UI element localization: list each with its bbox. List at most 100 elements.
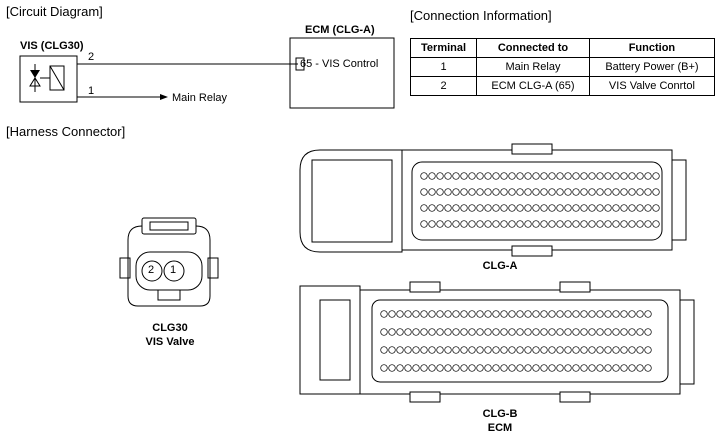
connector-pin xyxy=(444,346,452,354)
connector-pin xyxy=(564,188,572,196)
connector-pin xyxy=(588,364,596,372)
connector-pin xyxy=(492,204,500,212)
connector-pin xyxy=(532,204,540,212)
connector-pin xyxy=(396,328,404,336)
connector-pin xyxy=(580,220,588,228)
connector-pin xyxy=(492,172,500,180)
connector-pin xyxy=(588,220,596,228)
connector-pin xyxy=(388,328,396,336)
connector-pin xyxy=(436,220,444,228)
connector-pin xyxy=(644,310,652,318)
connector-pin xyxy=(532,188,540,196)
connector-pin xyxy=(516,172,524,180)
connector-pin xyxy=(492,188,500,196)
connector-pin xyxy=(428,188,436,196)
connector-pin xyxy=(460,204,468,212)
connector-pin xyxy=(564,346,572,354)
connector-pin xyxy=(508,172,516,180)
connector-pin xyxy=(428,172,436,180)
connector-pin xyxy=(532,364,540,372)
connector-pin xyxy=(636,346,644,354)
connector-pin xyxy=(508,310,516,318)
connector-pin xyxy=(412,346,420,354)
connector-pin xyxy=(540,346,548,354)
connector-pin xyxy=(468,310,476,318)
connector-pin xyxy=(420,172,428,180)
connector-pin xyxy=(468,172,476,180)
connector-pin xyxy=(452,328,460,336)
clg30-pin-2: 2 xyxy=(148,264,155,276)
connector-pin xyxy=(604,364,612,372)
connector-pin xyxy=(436,310,444,318)
connector-pin xyxy=(404,346,412,354)
connector-pin xyxy=(644,172,652,180)
connector-pin xyxy=(444,364,452,372)
connector-pin xyxy=(468,188,476,196)
connector-pin xyxy=(460,328,468,336)
table-header: Terminal xyxy=(409,38,478,58)
connector-pin xyxy=(516,204,524,212)
connector-pin xyxy=(508,220,516,228)
connector-pin xyxy=(580,204,588,212)
connector-pin xyxy=(588,346,596,354)
connector-pin xyxy=(596,204,604,212)
connector-pin xyxy=(588,204,596,212)
connector-pin xyxy=(428,364,436,372)
connector-pin xyxy=(524,328,532,336)
connector-pin xyxy=(420,310,428,318)
connector-pin xyxy=(604,328,612,336)
connector-pin xyxy=(396,310,404,318)
table-cell: VIS Valve Conrtol xyxy=(588,76,716,96)
connector-pin xyxy=(420,364,428,372)
connector-pin xyxy=(428,310,436,318)
connector-pin xyxy=(612,188,620,196)
clg30-desc: VIS Valve xyxy=(145,336,195,348)
connector-pin xyxy=(564,310,572,318)
connector-pin xyxy=(460,172,468,180)
connector-pin xyxy=(524,364,532,372)
connector-pin xyxy=(484,328,492,336)
connector-pin xyxy=(444,220,452,228)
connector-pin xyxy=(620,364,628,372)
connector-pin xyxy=(444,310,452,318)
connector-pin xyxy=(540,188,548,196)
table-row: 1 Main Relay Battery Power (B+) xyxy=(409,57,716,77)
connector-pin xyxy=(556,310,564,318)
connector-pin xyxy=(524,188,532,196)
connector-pin xyxy=(516,346,524,354)
connector-pin xyxy=(572,310,580,318)
pin1-label: 1 xyxy=(88,85,95,97)
vis-valve-symbol xyxy=(29,64,65,92)
connector-pin xyxy=(564,172,572,180)
connector-pin xyxy=(388,364,396,372)
connector-pin xyxy=(484,188,492,196)
connector-pin xyxy=(604,346,612,354)
connector-pin xyxy=(484,346,492,354)
connector-pin xyxy=(652,172,660,180)
connector-pin xyxy=(532,310,540,318)
vis-label: VIS (CLG30) xyxy=(20,40,84,52)
connector-pin xyxy=(404,364,412,372)
clgb-desc: ECM xyxy=(487,422,513,434)
connector-pin xyxy=(436,204,444,212)
connector-pin xyxy=(596,346,604,354)
connector-pin xyxy=(388,310,396,318)
connector-pin xyxy=(524,172,532,180)
connector-pin xyxy=(484,310,492,318)
connector-pin xyxy=(588,172,596,180)
connector-pin xyxy=(636,364,644,372)
connector-pin xyxy=(476,204,484,212)
connector-pin xyxy=(636,188,644,196)
connector-pin xyxy=(652,220,660,228)
connector-pin xyxy=(620,346,628,354)
table-header: Connected to xyxy=(476,38,590,58)
connector-pin xyxy=(396,346,404,354)
connector-pin xyxy=(548,310,556,318)
connector-pin xyxy=(612,364,620,372)
connector-pin xyxy=(556,346,564,354)
connector-pin xyxy=(484,172,492,180)
connector-pin xyxy=(612,346,620,354)
connector-pin xyxy=(548,346,556,354)
table-row: 2 ECM CLG-A (65) VIS Valve Conrtol xyxy=(409,76,716,96)
connector-pin xyxy=(644,328,652,336)
